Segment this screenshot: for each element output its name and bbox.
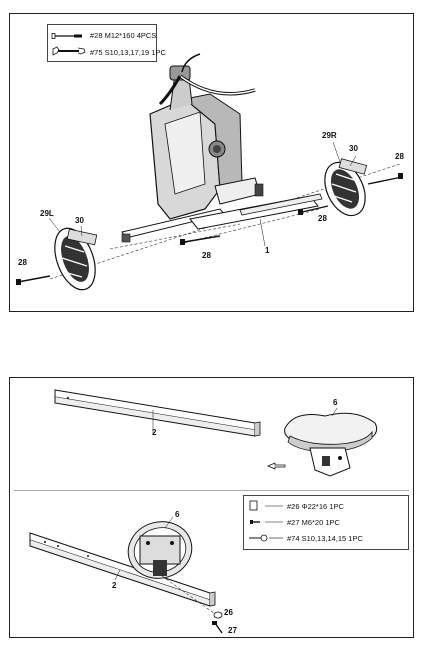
seat-assembly-illustration — [29, 389, 378, 634]
legend-text: #75 S10,13,17,19 1PC — [90, 47, 166, 57]
part-callout: 27 — [228, 626, 237, 635]
legend-text: #74 S10,13,14,15 1PC — [287, 533, 363, 543]
legend-item: #74 S10,13,14,15 1PC — [249, 533, 363, 543]
bolt-icon — [16, 275, 51, 285]
wrench-icon — [249, 534, 283, 542]
bolt-icon — [298, 205, 329, 215]
wrench-icon — [52, 46, 86, 56]
parts-legend: #26 Φ22*16 1PC #27 M6*20 1PC #74 S10,13,… — [243, 495, 409, 550]
legend-text: #28 M12*160 4PCS — [90, 31, 157, 40]
assembly-step-pedals-panel: #28 M12*160 4PCS #75 S10,13,17,19 1PC — [9, 13, 414, 312]
part-callout: 26 — [224, 608, 233, 617]
legend-item: #75 S10,13,17,19 1PC — [52, 46, 166, 57]
legend-item: #26 Φ22*16 1PC — [249, 500, 344, 511]
part-callout: 6 — [175, 510, 180, 519]
seat — [284, 412, 378, 477]
washer-icon — [249, 500, 283, 511]
part-callout: 28 — [318, 214, 327, 223]
part-callout: 28 — [18, 258, 27, 267]
part-callout: 30 — [349, 144, 358, 153]
part-callout: 2 — [152, 428, 157, 437]
right-pedal — [324, 158, 368, 217]
legend-text: #26 Φ22*16 1PC — [287, 501, 344, 511]
section-divider — [14, 490, 409, 491]
legend-item: #27 M6*20 1PC — [249, 517, 340, 527]
legend-text: #27 M6*20 1PC — [287, 517, 340, 527]
part-callout: 2 — [112, 581, 117, 590]
assembly-step-seat-panel: 2 6 #26 Φ22*16 1PC #27 M6*20 1PC — [9, 377, 414, 638]
part-callout: 29L — [40, 209, 54, 218]
bolt-icon — [250, 520, 283, 524]
legend-item: #28 M12*160 4PCS — [51, 31, 157, 40]
part-callout: 6 — [333, 398, 338, 407]
rower-assembly-illustration — [16, 53, 403, 291]
part-callout: 1 — [265, 246, 270, 255]
bolt-icon — [51, 32, 82, 39]
part-callout: 29R — [322, 131, 337, 140]
bolt-icon — [367, 173, 403, 185]
bolt-icon — [180, 235, 221, 245]
part-callout: 28 — [202, 251, 211, 260]
parts-legend: #28 M12*160 4PCS #75 S10,13,17,19 1PC — [47, 24, 166, 62]
left-pedal — [54, 227, 98, 291]
arrow-left-icon — [266, 462, 286, 470]
seat — [127, 521, 193, 579]
part-callout: 30 — [75, 216, 84, 225]
part-callout: 28 — [395, 152, 404, 161]
washer-icon — [213, 611, 223, 619]
